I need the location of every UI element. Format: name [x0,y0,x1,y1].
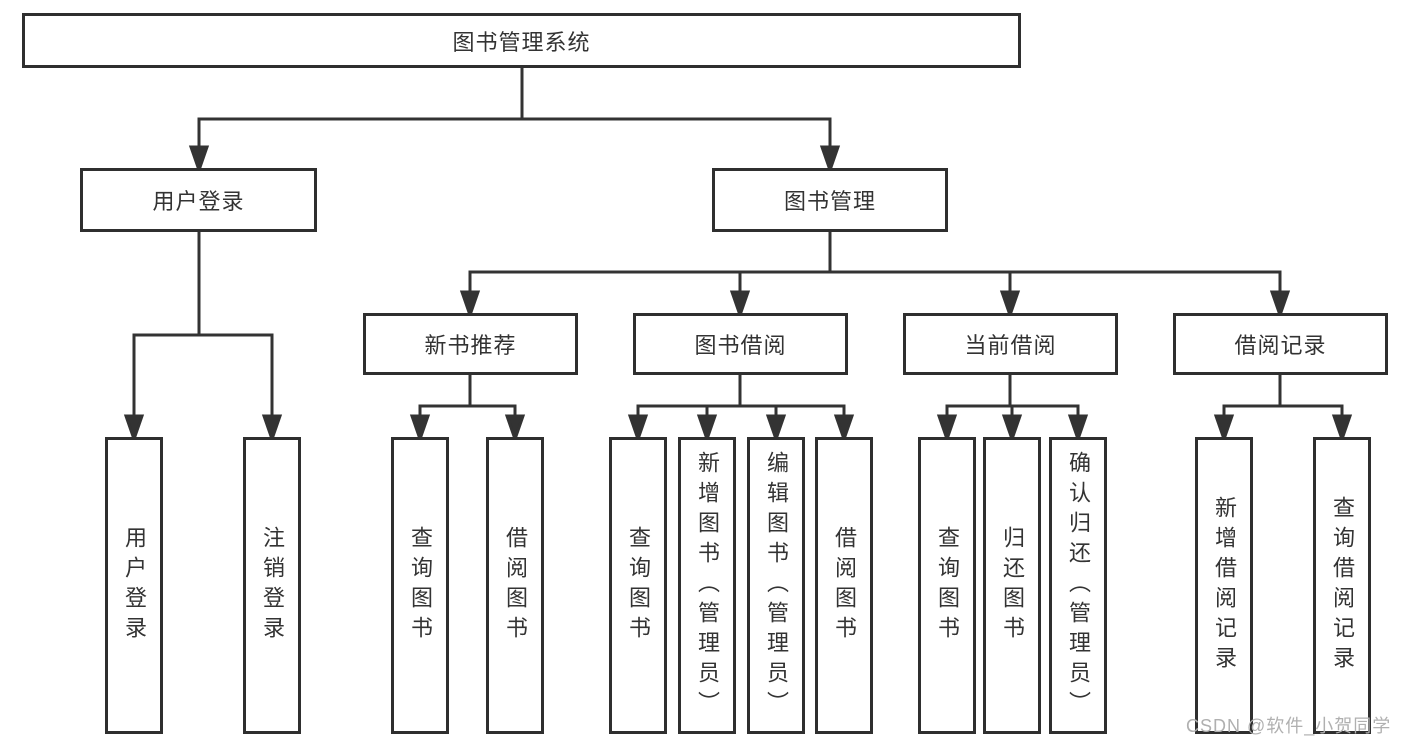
leaf-confirm-return-admin: 确认归还（管理员） [1049,437,1107,734]
node-book-management: 图书管理 [712,168,948,232]
leaf-return-books: 归还图书 [983,437,1041,734]
arrowhead-icon [1331,414,1353,444]
arrowhead-icon [123,414,145,444]
arrowhead-icon [627,414,649,444]
leaf-user-login: 用户登录 [105,437,163,734]
arrowhead-icon [1213,414,1235,444]
node-label: 用户登录 [122,525,147,646]
arrowhead-icon [1269,290,1291,320]
node-label: 图书借阅 [694,333,787,358]
node-label: 查询图书 [408,525,433,646]
node-label: 当前借阅 [964,333,1057,358]
node-label: 图书管理系统 [452,29,591,55]
leaf-edit-book-admin: 编辑图书（管理员） [747,437,805,734]
arrowhead-icon [504,414,526,444]
node-borrowing-records: 借阅记录 [1173,313,1388,375]
arrowhead-icon [409,414,431,444]
node-label: 查询图书 [626,525,651,646]
node-book-borrowing: 图书借阅 [633,313,848,375]
node-label: 新书推荐 [424,333,517,358]
node-label: 编辑图书（管理员） [764,450,789,721]
leaf-borrow-books: 借阅图书 [815,437,873,734]
leaf-borrow-books-recommend: 借阅图书 [486,437,544,734]
node-label: 新增图书（管理员） [695,450,720,721]
arrowhead-icon [1067,414,1089,444]
leaf-add-book-admin: 新增图书（管理员） [678,437,736,734]
arrowhead-icon [833,414,855,444]
leaf-add-borrow-record: 新增借阅记录 [1195,437,1253,734]
node-label: 注销登录 [260,525,285,646]
node-label: 查询借阅记录 [1330,495,1355,676]
node-label: 查询图书 [935,525,960,646]
arrowhead-icon [696,414,718,444]
arrowhead-icon [765,414,787,444]
node-new-book-recommend: 新书推荐 [363,313,578,375]
leaf-query-books-borrow: 查询图书 [609,437,667,734]
node-label: 确认归还（管理员） [1066,450,1091,721]
node-label: 归还图书 [1000,525,1025,646]
node-library-management-system: 图书管理系统 [22,13,1021,68]
arrowhead-icon [999,290,1021,320]
node-label: 新增借阅记录 [1212,495,1237,676]
arrowhead-icon [819,145,841,175]
leaf-query-books-current: 查询图书 [918,437,976,734]
node-user-login: 用户登录 [80,168,317,232]
node-label: 用户登录 [152,189,245,214]
arrowhead-icon [188,145,210,175]
leaf-logout: 注销登录 [243,437,301,734]
node-label: 借阅图书 [832,525,857,646]
node-label: 借阅图书 [503,525,528,646]
node-current-borrowing: 当前借阅 [903,313,1118,375]
leaf-query-borrow-record: 查询借阅记录 [1313,437,1371,734]
node-label: 借阅记录 [1234,333,1327,358]
arrowhead-icon [936,414,958,444]
arrowhead-icon [729,290,751,320]
arrowhead-icon [261,414,283,444]
leaf-query-books-recommend: 查询图书 [391,437,449,734]
arrowhead-icon [459,290,481,320]
node-label: 图书管理 [783,189,876,214]
arrowhead-icon [1001,414,1023,444]
